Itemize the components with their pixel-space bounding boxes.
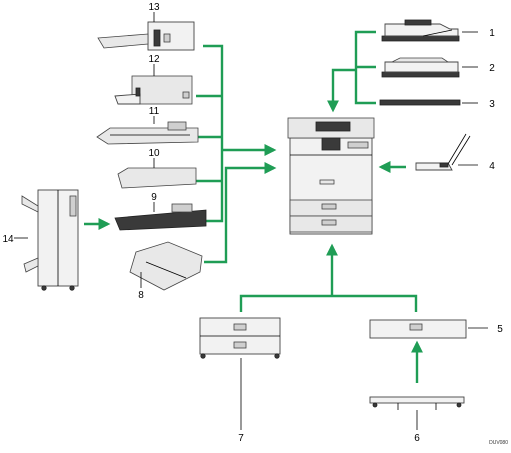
lower-bus-connector xyxy=(239,243,418,312)
callout-13: 13 xyxy=(148,2,160,13)
option-1-adf xyxy=(381,19,460,42)
option-6-caster-table xyxy=(369,396,465,410)
callout-7: 7 xyxy=(238,433,244,444)
option-12-internal-finisher xyxy=(114,75,193,105)
callout-2: 2 xyxy=(489,63,495,74)
callout-11: 11 xyxy=(149,106,160,117)
right-bus-connector xyxy=(327,30,376,113)
option-11-shift-tray xyxy=(96,121,199,145)
callout-3: 3 xyxy=(489,99,495,110)
callout-14: 14 xyxy=(2,234,14,245)
image-code: DUV080 xyxy=(489,440,508,446)
leader-lines xyxy=(14,12,488,430)
left-bus-connector xyxy=(196,44,277,223)
callout-5: 5 xyxy=(497,324,503,335)
option-3-platen-cover xyxy=(379,99,461,106)
arrow-8-to-main xyxy=(204,162,277,264)
callout-1: 1 xyxy=(489,28,495,39)
callout-10: 10 xyxy=(148,148,160,159)
main-copier xyxy=(287,117,375,235)
callout-8: 8 xyxy=(138,290,144,301)
callout-4: 4 xyxy=(489,161,495,172)
callout-9: 9 xyxy=(151,192,157,203)
option-13-finisher xyxy=(97,21,195,51)
option-8-output-tray xyxy=(129,241,203,291)
option-2-adf xyxy=(381,57,460,78)
option-4-card-reader xyxy=(415,133,471,171)
callout-12: 12 xyxy=(148,54,160,65)
callout-labels: 1 2 3 4 5 6 7 8 9 10 11 12 13 14 xyxy=(2,2,503,444)
option-5-one-tray-unit xyxy=(369,319,467,339)
option-10-tray xyxy=(117,167,197,189)
callout-6: 6 xyxy=(414,433,420,444)
option-9-bridge xyxy=(114,203,207,231)
option-14-booklet-finisher xyxy=(21,189,79,291)
option-7-two-tray-unit xyxy=(199,317,281,359)
